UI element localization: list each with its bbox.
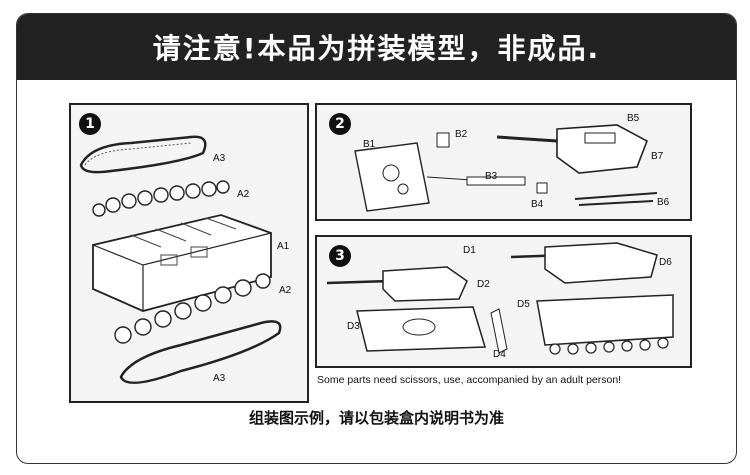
step-1-badge: 1 [79, 113, 101, 135]
label-b7: B7 [651, 151, 664, 162]
label-b2: B2 [455, 129, 468, 140]
label-b5: B5 [627, 113, 640, 124]
label-a2-top: A2 [237, 189, 250, 200]
assembly-caption: 组装图示例，请以包装盒内说明书为准 [248, 409, 504, 427]
turret-assembly-drawing [354, 124, 658, 212]
label-b6: B6 [657, 197, 670, 208]
safety-note: Some parts need scissors, use, accompani… [317, 374, 622, 386]
label-b1: B1 [363, 139, 376, 150]
hull-assembly-drawing [79, 135, 282, 384]
warning-banner: 请注意!本品为拼装模型，非成品. [17, 14, 736, 80]
label-b3: B3 [485, 171, 498, 182]
step-3-panel: 3 D1 D2 D3 D4 D5 D6 [315, 235, 692, 368]
label-d5: D5 [517, 299, 530, 310]
step-2-panel: 2 B1 B2 B3 B4 B5 B6 B7 [315, 103, 692, 221]
label-d3: D3 [347, 321, 360, 332]
label-a1: A1 [277, 241, 290, 252]
instruction-card: 请注意!本品为拼装模型，非成品. 1 [16, 13, 737, 464]
step-1-panel: 1 [69, 103, 309, 403]
label-d1: D1 [463, 245, 476, 256]
label-a3-top: A3 [213, 153, 226, 164]
label-d4: D4 [493, 349, 506, 360]
label-d2: D2 [477, 279, 490, 290]
label-a3-bottom: A3 [213, 373, 226, 384]
step-2-badge: 2 [329, 113, 351, 135]
step-3-badge: 3 [329, 245, 351, 267]
final-assembly-drawing [326, 242, 674, 355]
label-a2-bottom: A2 [279, 285, 292, 296]
label-d6: D6 [659, 257, 672, 268]
label-b4: B4 [531, 199, 544, 210]
